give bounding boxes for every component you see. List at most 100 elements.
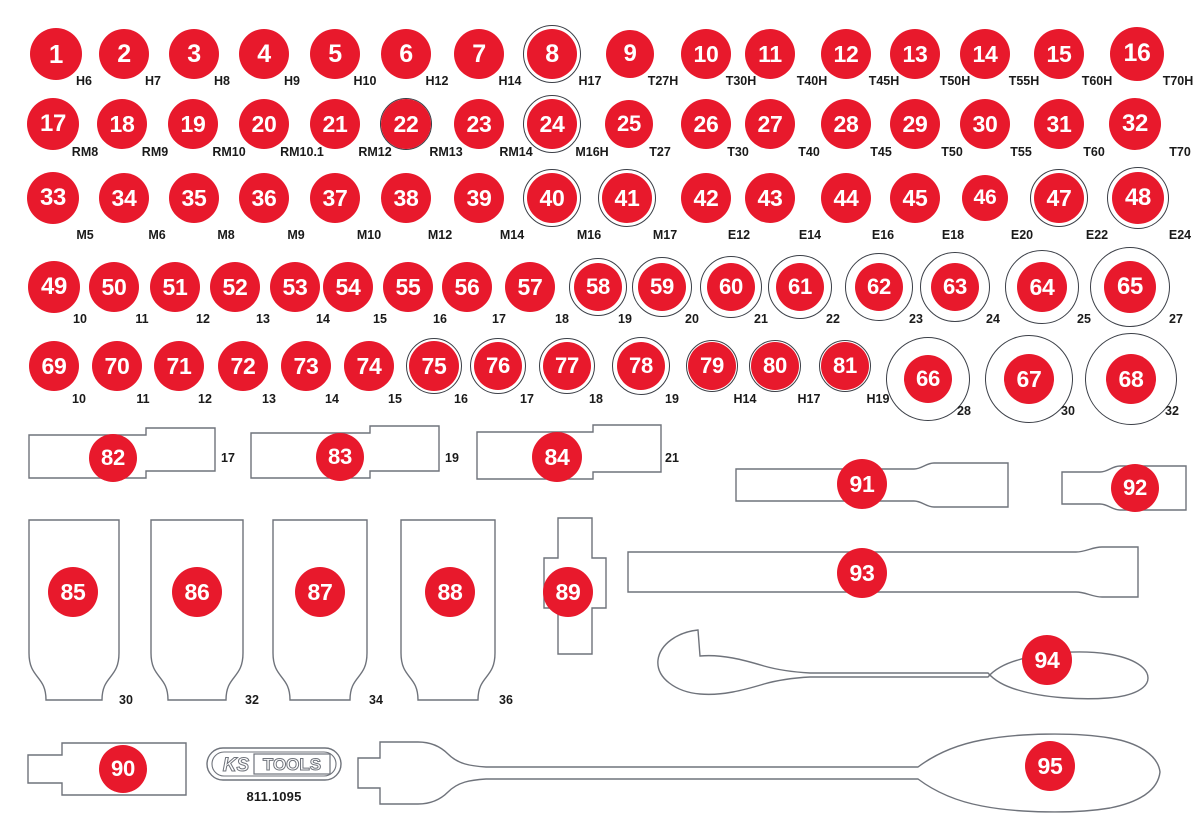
item-marker-92[interactable]: 92 xyxy=(1111,464,1159,512)
item-marker-94[interactable]: 94 xyxy=(1022,635,1072,685)
item-marker-21[interactable]: 21 xyxy=(310,99,360,149)
item-marker-55[interactable]: 55 xyxy=(383,262,433,312)
ratchet-handle-95-outline[interactable] xyxy=(357,732,1162,814)
item-marker-9[interactable]: 9 xyxy=(606,30,654,78)
item-marker-16[interactable]: 16 xyxy=(1110,27,1164,81)
item-marker-48[interactable]: 48 xyxy=(1112,172,1164,224)
item-marker-84[interactable]: 84 xyxy=(532,432,582,482)
item-marker-73[interactable]: 73 xyxy=(281,341,331,391)
size-label-14: T55H xyxy=(1008,74,1040,88)
item-marker-58[interactable]: 58 xyxy=(574,263,622,311)
item-marker-93[interactable]: 93 xyxy=(837,548,887,598)
item-marker-59[interactable]: 59 xyxy=(638,263,686,311)
item-marker-46[interactable]: 46 xyxy=(962,175,1008,221)
item-marker-76[interactable]: 76 xyxy=(474,342,522,390)
item-marker-36[interactable]: 36 xyxy=(239,173,289,223)
item-marker-20[interactable]: 20 xyxy=(239,99,289,149)
item-marker-33[interactable]: 33 xyxy=(27,172,79,224)
item-marker-62[interactable]: 62 xyxy=(855,263,903,311)
item-marker-67[interactable]: 67 xyxy=(1004,354,1054,404)
item-marker-44[interactable]: 44 xyxy=(821,173,871,223)
item-marker-34[interactable]: 34 xyxy=(99,173,149,223)
item-marker-8[interactable]: 8 xyxy=(527,29,577,79)
item-marker-47[interactable]: 47 xyxy=(1034,173,1084,223)
item-marker-79[interactable]: 79 xyxy=(688,342,736,390)
item-marker-3[interactable]: 3 xyxy=(169,29,219,79)
item-marker-74[interactable]: 74 xyxy=(344,341,394,391)
item-marker-57[interactable]: 57 xyxy=(505,262,555,312)
item-marker-28[interactable]: 28 xyxy=(821,99,871,149)
item-marker-71[interactable]: 71 xyxy=(154,341,204,391)
item-marker-43[interactable]: 43 xyxy=(745,173,795,223)
item-marker-88[interactable]: 88 xyxy=(425,567,475,617)
item-marker-19[interactable]: 19 xyxy=(168,99,218,149)
item-marker-61[interactable]: 61 xyxy=(776,263,824,311)
item-marker-77[interactable]: 77 xyxy=(543,342,591,390)
item-marker-18[interactable]: 18 xyxy=(97,99,147,149)
item-marker-17[interactable]: 17 xyxy=(27,98,79,150)
item-marker-42[interactable]: 42 xyxy=(681,173,731,223)
item-marker-49[interactable]: 49 xyxy=(28,261,80,313)
item-marker-56[interactable]: 56 xyxy=(442,262,492,312)
item-marker-81[interactable]: 81 xyxy=(821,342,869,390)
item-marker-26[interactable]: 26 xyxy=(681,99,731,149)
t-handle-driver-94-outline[interactable] xyxy=(652,622,1150,700)
item-marker-24[interactable]: 24 xyxy=(527,99,577,149)
socket-outline-48 xyxy=(1107,167,1169,229)
item-marker-7[interactable]: 7 xyxy=(454,29,504,79)
item-marker-2[interactable]: 2 xyxy=(99,29,149,79)
item-marker-53[interactable]: 53 xyxy=(270,262,320,312)
item-marker-37[interactable]: 37 xyxy=(310,173,360,223)
item-marker-31[interactable]: 31 xyxy=(1034,99,1084,149)
item-marker-39[interactable]: 39 xyxy=(454,173,504,223)
item-marker-63[interactable]: 63 xyxy=(931,263,979,311)
item-marker-68[interactable]: 68 xyxy=(1106,354,1156,404)
item-marker-52[interactable]: 52 xyxy=(210,262,260,312)
item-marker-25[interactable]: 25 xyxy=(605,100,653,148)
item-marker-66[interactable]: 66 xyxy=(904,355,952,403)
size-label-67: 30 xyxy=(1061,404,1075,418)
item-marker-89[interactable]: 89 xyxy=(543,567,593,617)
item-marker-50[interactable]: 50 xyxy=(89,262,139,312)
item-marker-54[interactable]: 54 xyxy=(323,262,373,312)
item-marker-32[interactable]: 32 xyxy=(1109,98,1161,150)
item-marker-70[interactable]: 70 xyxy=(92,341,142,391)
item-marker-29[interactable]: 29 xyxy=(890,99,940,149)
item-marker-11[interactable]: 11 xyxy=(745,29,795,79)
item-marker-14[interactable]: 14 xyxy=(960,29,1010,79)
item-marker-4[interactable]: 4 xyxy=(239,29,289,79)
item-marker-86[interactable]: 86 xyxy=(172,567,222,617)
item-marker-65[interactable]: 65 xyxy=(1104,261,1156,313)
item-marker-5[interactable]: 5 xyxy=(310,29,360,79)
item-marker-82[interactable]: 82 xyxy=(89,434,137,482)
item-marker-38[interactable]: 38 xyxy=(381,173,431,223)
item-marker-45[interactable]: 45 xyxy=(890,173,940,223)
item-marker-72[interactable]: 72 xyxy=(218,341,268,391)
item-marker-90[interactable]: 90 xyxy=(99,745,147,793)
item-marker-87[interactable]: 87 xyxy=(295,567,345,617)
item-marker-15[interactable]: 15 xyxy=(1034,29,1084,79)
item-marker-95[interactable]: 95 xyxy=(1025,741,1075,791)
item-marker-64[interactable]: 64 xyxy=(1017,262,1067,312)
item-marker-23[interactable]: 23 xyxy=(454,99,504,149)
item-marker-91[interactable]: 91 xyxy=(837,459,887,509)
item-marker-13[interactable]: 13 xyxy=(890,29,940,79)
item-marker-85[interactable]: 85 xyxy=(48,567,98,617)
item-marker-40[interactable]: 40 xyxy=(527,173,577,223)
item-marker-51[interactable]: 51 xyxy=(150,262,200,312)
item-marker-80[interactable]: 80 xyxy=(751,342,799,390)
item-marker-6[interactable]: 6 xyxy=(381,29,431,79)
item-marker-30[interactable]: 30 xyxy=(960,99,1010,149)
item-marker-12[interactable]: 12 xyxy=(821,29,871,79)
item-marker-75[interactable]: 75 xyxy=(409,341,459,391)
item-marker-60[interactable]: 60 xyxy=(707,263,755,311)
item-marker-10[interactable]: 10 xyxy=(681,29,731,79)
item-marker-78[interactable]: 78 xyxy=(617,342,665,390)
item-marker-35[interactable]: 35 xyxy=(169,173,219,223)
item-marker-27[interactable]: 27 xyxy=(745,99,795,149)
item-marker-1[interactable]: 1 xyxy=(30,28,82,80)
item-marker-22[interactable]: 22 xyxy=(381,99,431,149)
item-marker-83[interactable]: 83 xyxy=(316,433,364,481)
item-marker-69[interactable]: 69 xyxy=(29,341,79,391)
item-marker-41[interactable]: 41 xyxy=(602,173,652,223)
